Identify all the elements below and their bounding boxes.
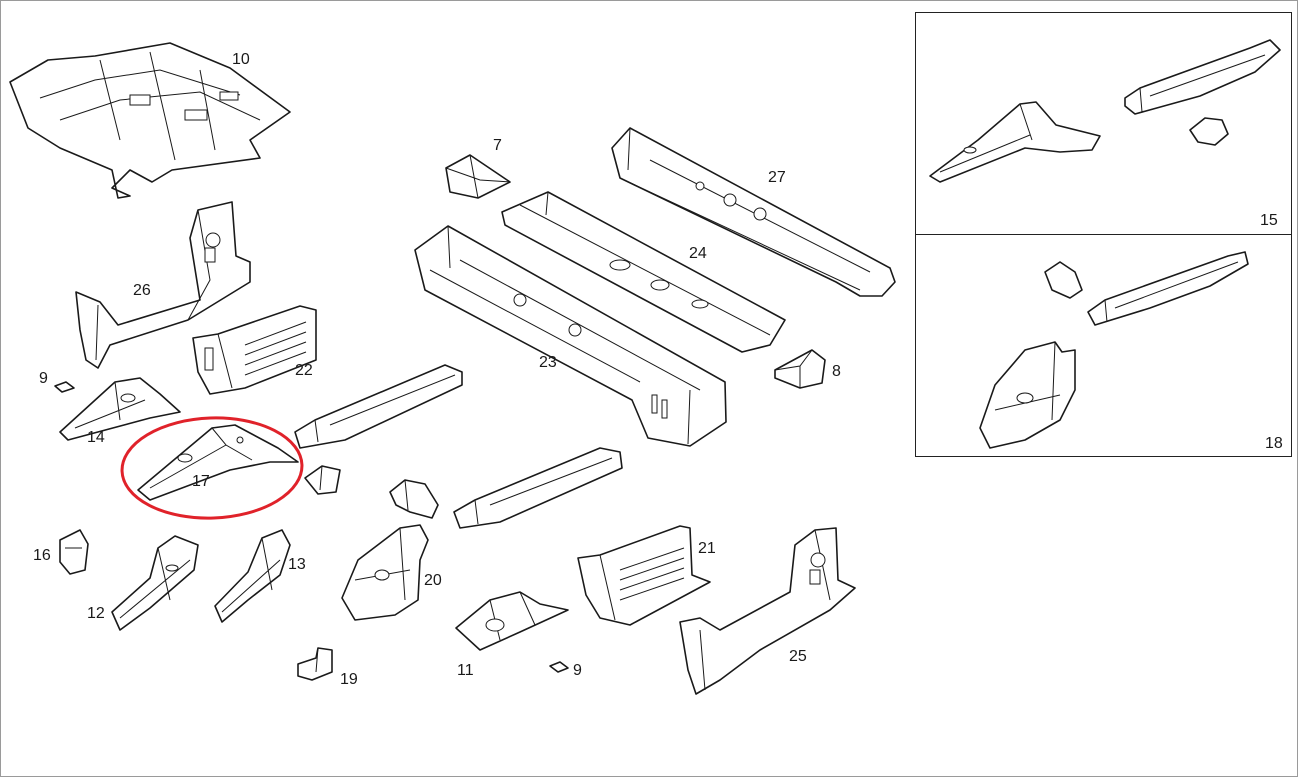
part-12-rail[interactable] [111, 535, 199, 631]
part-rail-center-upper[interactable] [294, 364, 463, 449]
part-20-panel[interactable] [341, 524, 429, 621]
inset-18-frame [915, 234, 1292, 457]
part-24-crossmember[interactable] [501, 191, 786, 353]
inset-15-drawing [929, 39, 1281, 183]
part-11-panel[interactable] [455, 591, 569, 651]
label-part-21: 21 [698, 540, 716, 557]
label-inset-18: 18 [1265, 435, 1283, 452]
label-part-8: 8 [832, 363, 841, 380]
part-bracket-near-17[interactable] [304, 465, 341, 495]
part-9-clip-left[interactable] [54, 381, 75, 393]
part-26-pillar-panel[interactable] [75, 201, 251, 369]
part-10-floor-pan[interactable] [9, 42, 291, 199]
label-part-14: 14 [87, 429, 105, 446]
label-part-24: 24 [689, 245, 707, 262]
label-part-27: 27 [768, 169, 786, 186]
label-part-22: 22 [295, 362, 313, 379]
part-21-panel[interactable] [577, 525, 711, 626]
part-7-bracket[interactable] [445, 154, 511, 199]
label-part-16: 16 [33, 547, 51, 564]
part-16-bracket[interactable] [59, 529, 89, 575]
label-part-19: 19 [340, 671, 358, 688]
highlight-circle-17 [120, 416, 304, 520]
label-part-20: 20 [424, 572, 442, 589]
inset-15-frame [915, 12, 1292, 235]
part-23-main-crossmember[interactable] [414, 225, 727, 447]
label-part-9-left: 9 [39, 370, 48, 387]
label-part-26: 26 [133, 282, 151, 299]
part-13-rail[interactable] [214, 529, 291, 623]
label-part-7: 7 [493, 137, 502, 154]
part-25-sill-panel[interactable] [679, 527, 856, 695]
part-14-gusset[interactable] [59, 377, 181, 441]
label-part-10: 10 [232, 51, 250, 68]
part-27-rear-crossmember[interactable] [611, 127, 896, 297]
part-9-clip-right[interactable] [549, 661, 569, 673]
label-part-13: 13 [288, 556, 306, 573]
label-part-17: 17 [192, 473, 210, 490]
part-rail-center-lower[interactable] [453, 447, 623, 529]
label-part-12: 12 [87, 605, 105, 622]
part-19-bracket[interactable] [297, 647, 333, 681]
part-8-block[interactable] [774, 349, 826, 389]
label-part-11: 11 [457, 662, 474, 679]
label-inset-15: 15 [1260, 212, 1278, 229]
part-22-rear-panel[interactable] [192, 305, 317, 395]
label-part-23: 23 [539, 354, 557, 371]
part-bracket-near-20[interactable] [389, 479, 439, 519]
inset-18-drawing [979, 251, 1249, 449]
label-part-25: 25 [789, 648, 807, 665]
label-part-9-right: 9 [573, 662, 582, 679]
part-17-rail[interactable] [137, 424, 299, 501]
